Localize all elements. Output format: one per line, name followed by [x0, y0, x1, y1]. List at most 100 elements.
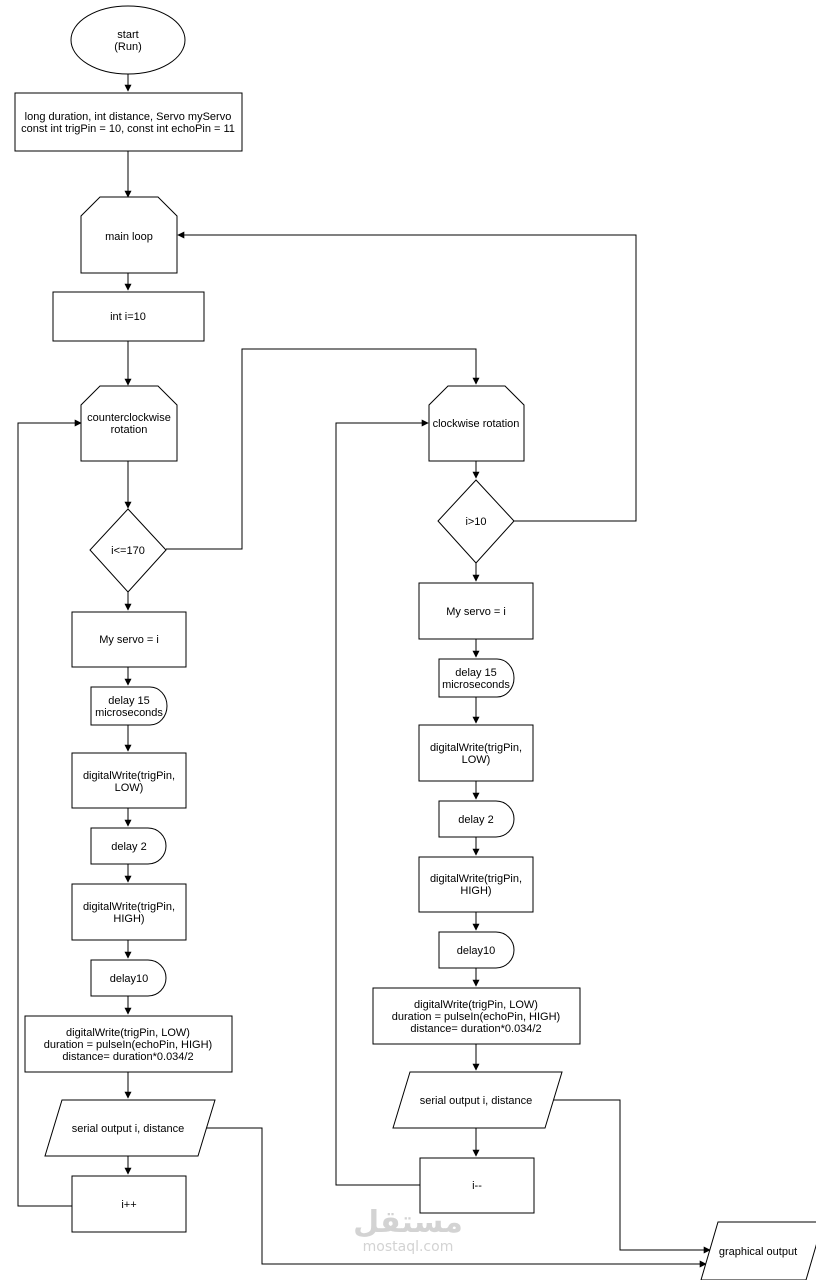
trig-low-left-label-line: LOW) [115, 782, 144, 794]
measure-right-label-line: digitalWrite(trigPin, LOW) [414, 999, 538, 1011]
trig-low-left-process[interactable] [71, 752, 187, 809]
cw-rotation-label: clockwise rotation [433, 418, 520, 430]
servo-left-label: My servo = i [99, 634, 159, 646]
delay10-right-label-line: delay10 [457, 945, 496, 957]
delay10-left-delay-shape[interactable] [90, 959, 167, 997]
measure-left-process[interactable] [24, 1015, 233, 1073]
trig-high-right-label-line: digitalWrite(trigPin, [430, 873, 522, 885]
edge-inc-loop-back [17, 419, 82, 1207]
main-loop-label-line: main loop [105, 231, 153, 243]
measure-right-label-line: distance= duration*0.034/2 [410, 1023, 541, 1035]
delay15-left-label-line: delay 15 [108, 695, 150, 707]
trig-low-right-label-line: LOW) [462, 754, 491, 766]
delay2-right-label-line: delay 2 [458, 814, 493, 826]
measure-left-label-line: duration = pulseIn(echoPin, HIGH) [44, 1039, 212, 1051]
delay2-left-label: delay 2 [111, 841, 146, 853]
trig-low-right-process[interactable] [418, 724, 534, 782]
dec-process[interactable] [419, 1157, 535, 1214]
edges [17, 74, 711, 1268]
cond-ccw-label-line: i<=170 [111, 545, 145, 557]
node-labels: start(Run) long duration, int distance, S… [21, 29, 797, 1258]
delay15-right-delay-shape[interactable] [438, 658, 515, 698]
cond-cw-decision[interactable] [437, 479, 515, 564]
nodes [14, 5, 816, 1281]
declarations-label-line: const int trigPin = 10, const int echoPi… [21, 123, 235, 135]
delay10-right-label: delay10 [457, 945, 496, 957]
start-label-line: start [117, 29, 138, 41]
graphical-output-label: graphical output [719, 1246, 797, 1258]
measure-right-label: digitalWrite(trigPin, LOW)duration = pul… [392, 999, 560, 1035]
delay2-left-delay-shape[interactable] [90, 827, 167, 865]
serial-left-label: serial output i, distance [72, 1123, 185, 1135]
dec-label: i-- [472, 1180, 482, 1192]
graphical-output-label-line: graphical output [719, 1246, 797, 1258]
serial-left-label-line: serial output i, distance [72, 1123, 185, 1135]
delay10-left-label-line: delay10 [110, 973, 149, 985]
trig-high-left-label-line: digitalWrite(trigPin, [83, 901, 175, 913]
delay15-left-delay-shape[interactable] [90, 686, 168, 726]
serial-right-io[interactable] [392, 1071, 563, 1129]
servo-left-process[interactable] [71, 611, 187, 668]
ccw-rotation-label-line: counterclockwise [87, 412, 171, 424]
trig-low-left-label: digitalWrite(trigPin,LOW) [83, 770, 175, 794]
edge-dec-loop-back [335, 419, 429, 1186]
start-label: start(Run) [114, 29, 142, 53]
trig-low-right-label-line: digitalWrite(trigPin, [430, 742, 522, 754]
edge-cond-false-to-main-loop [177, 231, 637, 522]
delay15-left-label-line: microseconds [95, 707, 163, 719]
init-i-label-line: int i=10 [110, 311, 146, 323]
declarations-label-line: long duration, int distance, Servo mySer… [25, 111, 232, 123]
cw-rotation-label-line: clockwise rotation [433, 418, 520, 430]
delay10-left-label: delay10 [110, 973, 149, 985]
cond-ccw-decision[interactable] [89, 508, 167, 593]
trig-high-right-label-line: HIGH) [460, 885, 491, 897]
measure-right-label-line: duration = pulseIn(echoPin, HIGH) [392, 1011, 560, 1023]
delay2-left-label-line: delay 2 [111, 841, 146, 853]
servo-right-label: My servo = i [446, 606, 506, 618]
trig-high-left-label: digitalWrite(trigPin,HIGH) [83, 901, 175, 925]
trig-high-left-label-line: HIGH) [113, 913, 144, 925]
measure-left-label: digitalWrite(trigPin, LOW)duration = pul… [44, 1027, 212, 1063]
watermark-arabic: مستقل [353, 1205, 463, 1240]
measure-left-label-line: digitalWrite(trigPin, LOW) [66, 1027, 190, 1039]
trig-low-right-label: digitalWrite(trigPin,LOW) [430, 742, 522, 766]
edge-serial-left-to-graphical [202, 1127, 707, 1268]
start-label-line: (Run) [114, 41, 142, 53]
init-i-label: int i=10 [110, 311, 146, 323]
cond-ccw-label: i<=170 [111, 545, 145, 557]
measure-left-label-line: distance= duration*0.034/2 [62, 1051, 193, 1063]
start-terminator[interactable] [70, 5, 186, 75]
serial-left-io[interactable] [44, 1099, 216, 1157]
delay10-right-delay-shape[interactable] [438, 931, 515, 969]
trig-low-left-label-line: digitalWrite(trigPin, [83, 770, 175, 782]
edge-cond-false-to-cw [166, 348, 480, 550]
delay2-right-delay-shape[interactable] [438, 800, 515, 838]
inc-process[interactable] [71, 1175, 187, 1233]
dec-label-line: i-- [472, 1180, 482, 1192]
trig-high-right-process[interactable] [418, 856, 534, 913]
declarations-process[interactable] [14, 92, 243, 152]
delay15-right-label-line: microseconds [442, 679, 510, 691]
ccw-rotation-limit-shape[interactable] [80, 385, 178, 462]
measure-right-process[interactable] [372, 987, 581, 1045]
trig-high-left-process[interactable] [71, 883, 187, 941]
inc-label: i++ [121, 1199, 136, 1211]
cw-rotation-limit-shape[interactable] [428, 385, 525, 462]
delay15-right-label-line: delay 15 [455, 667, 497, 679]
edge-serial-right-to-graphical [552, 1099, 711, 1254]
ccw-rotation-label-line: rotation [111, 424, 148, 436]
servo-right-process[interactable] [418, 582, 534, 640]
main-loop-limit-shape[interactable] [80, 196, 178, 274]
cond-cw-label: i>10 [465, 516, 486, 528]
main-loop-label: main loop [105, 231, 153, 243]
declarations-label: long duration, int distance, Servo mySer… [21, 111, 235, 135]
inc-label-line: i++ [121, 1199, 136, 1211]
cond-cw-label-line: i>10 [465, 516, 486, 528]
init-i-process[interactable] [52, 291, 205, 342]
trig-high-right-label: digitalWrite(trigPin,HIGH) [430, 873, 522, 897]
serial-right-label: serial output i, distance [420, 1095, 533, 1107]
